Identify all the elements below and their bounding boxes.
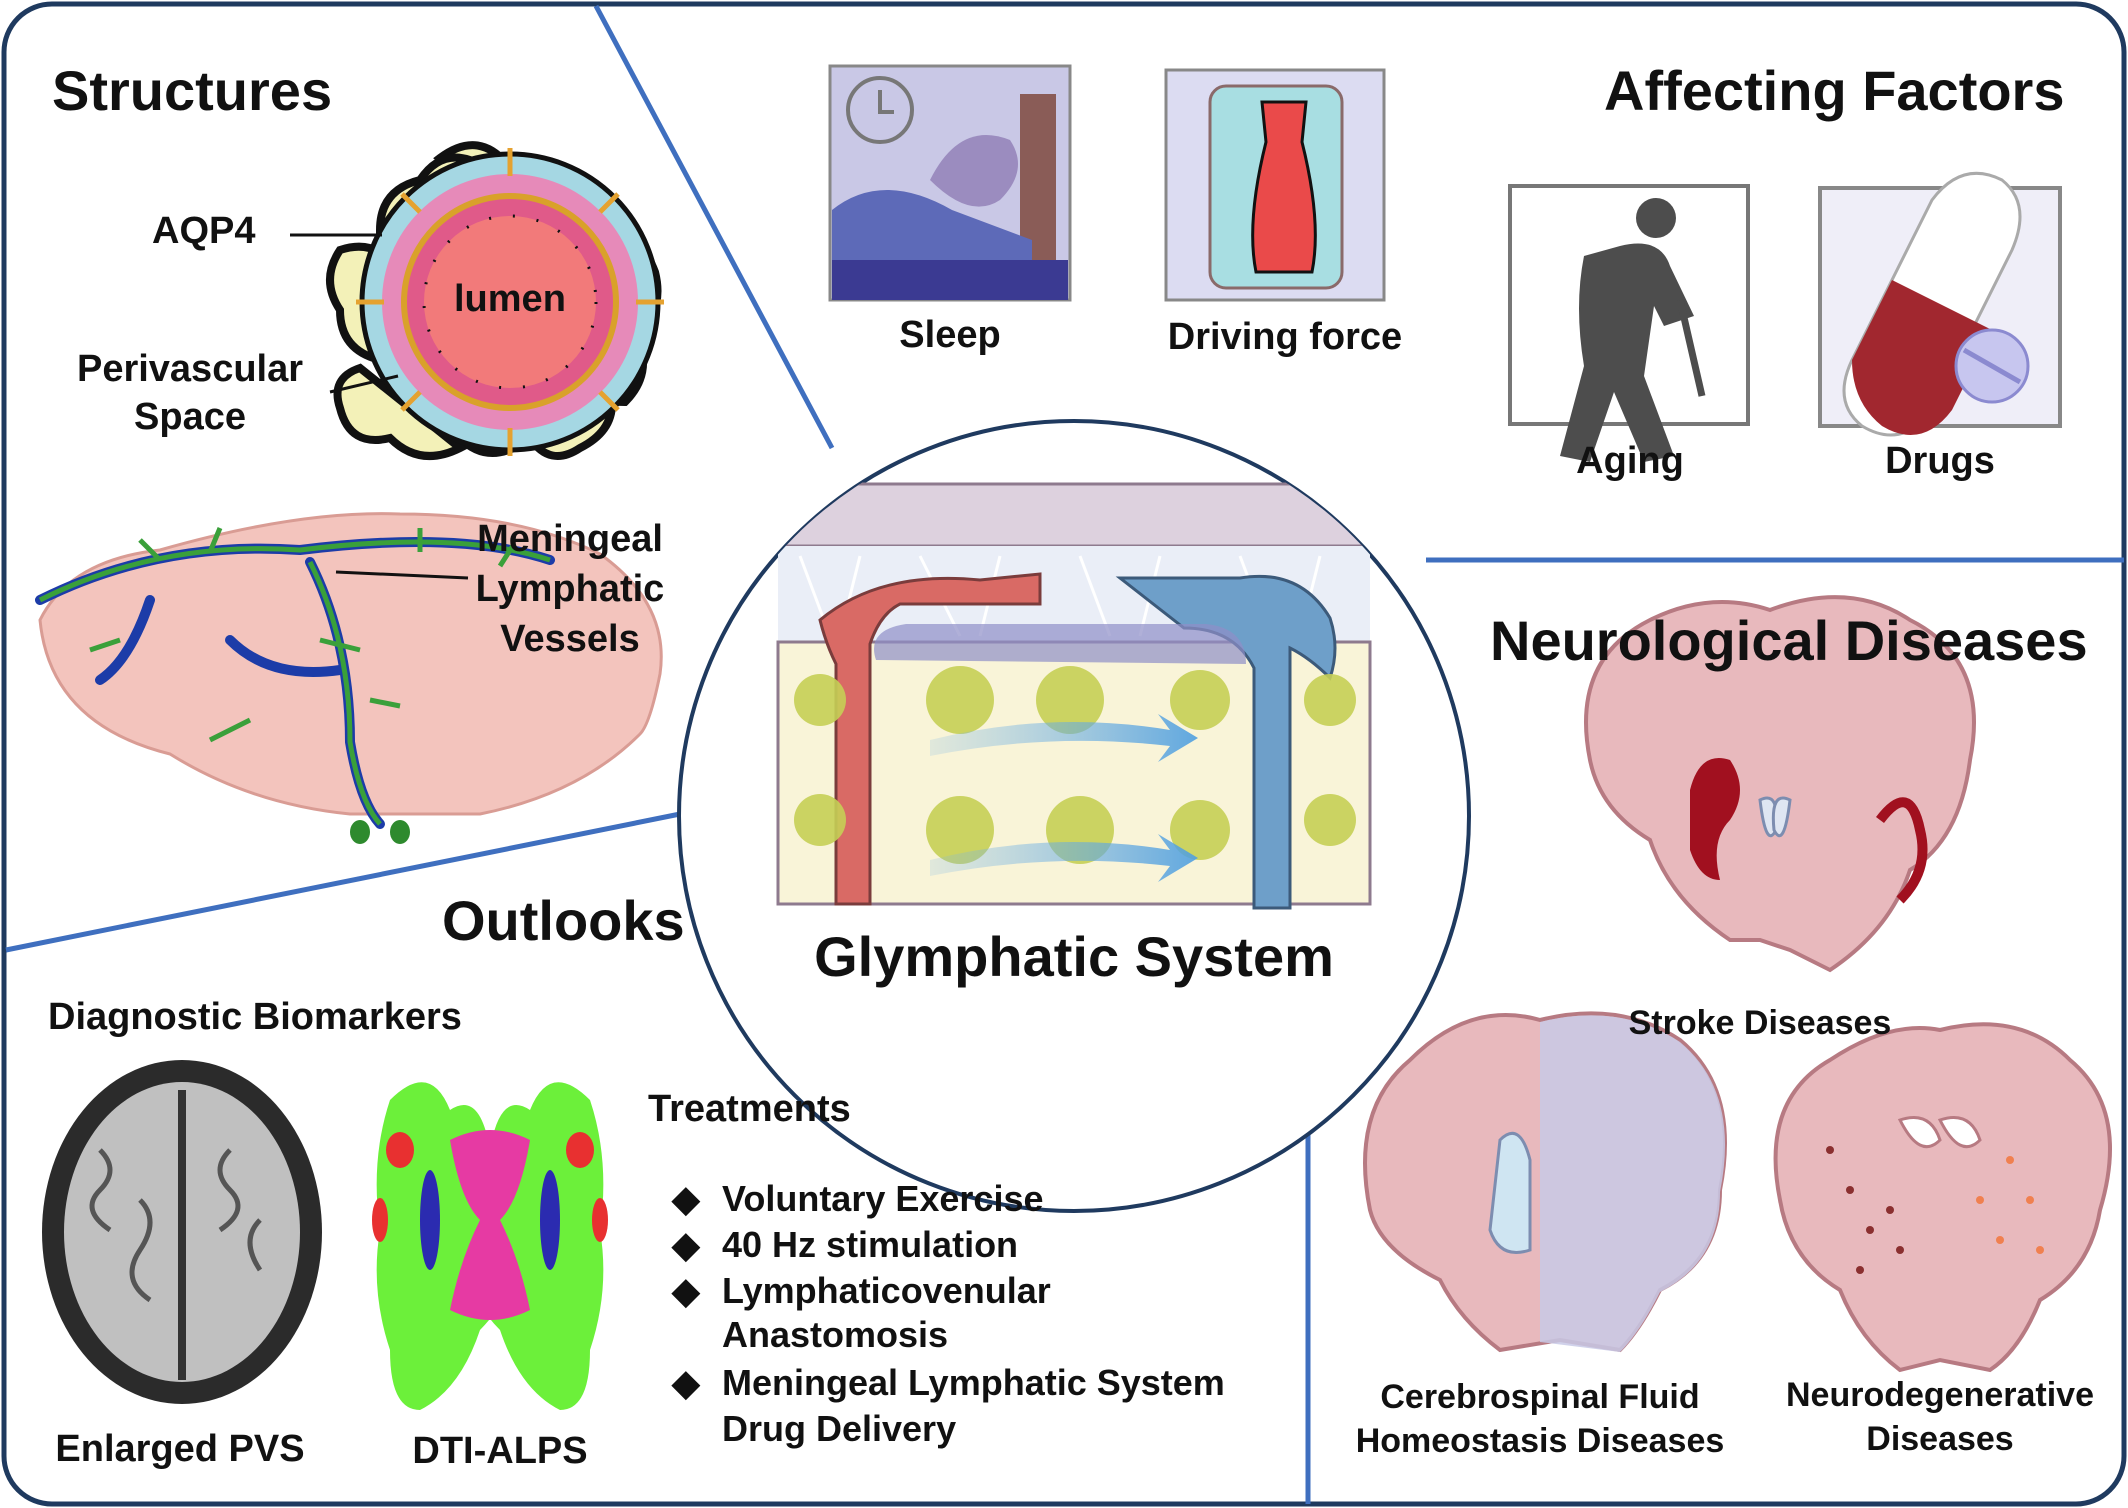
diagnostic-biomarkers-title: Diagnostic Biomarkers	[48, 996, 462, 1038]
glymphatic-system-title: Glymphatic System	[814, 925, 1334, 988]
treatment-item-40hz: 40 Hz stimulation	[672, 1224, 1018, 1266]
sleep-icon	[828, 64, 1072, 302]
sleep-label: Sleep	[899, 314, 1001, 356]
treatments-title: Treatments	[648, 1088, 851, 1130]
meningeal-label-line1: Meningeal	[477, 518, 663, 560]
lumen-label: lumen	[454, 278, 566, 320]
perivascular-label-line1: Perivascular	[76, 348, 304, 390]
neurological-diseases-title: Neurological Diseases	[1490, 609, 2088, 672]
glymphatic-system-circle	[677, 419, 1471, 1213]
outlooks-title: Outlooks	[442, 889, 685, 952]
treatment-item-lva-line2: Anastomosis	[722, 1314, 949, 1355]
meningeal-label-line2: Lymphatic	[475, 568, 665, 610]
enlarged-pvs-label: Enlarged PVS	[55, 1428, 305, 1470]
affecting-factors-title: Affecting Factors	[1604, 59, 2065, 122]
treatment-item-lva-line1: Lymphaticovenular	[672, 1270, 1051, 1312]
treatment-item-mlv-line1: Meningeal Lymphatic System	[672, 1362, 1225, 1404]
treatment-item-voluntary-exercise: Voluntary Exercise	[672, 1178, 1044, 1220]
meningeal-lymphatics-illustration	[35, 512, 663, 844]
neurodegenerative-label-line2: Diseases	[1866, 1420, 2014, 1458]
csf-brain-illustration	[1363, 1011, 1727, 1353]
driving-force-label: Driving force	[1167, 316, 1403, 358]
enlarged-pvs-mri-illustration	[42, 1060, 322, 1404]
neurodegenerative-brain-illustration	[1773, 1022, 2112, 1373]
perivascular-crosssection-illustration	[290, 141, 664, 460]
meningeal-label-line3: Vessels	[500, 618, 640, 660]
stroke-brain-illustration	[1584, 595, 1976, 973]
csf-label-line2: Homeostasis Diseases	[1355, 1422, 1725, 1460]
driving-force-icon	[1164, 68, 1386, 302]
csf-label-line1: Cerebrospinal Fluid	[1380, 1378, 1700, 1416]
aqp4-label: AQP4	[152, 210, 256, 252]
structures-title: Structures	[52, 59, 333, 122]
stroke-diseases-label: Stroke Diseases	[1628, 1004, 1892, 1042]
dti-alps-illustration	[372, 1082, 608, 1410]
aging-icon	[1508, 184, 1750, 462]
neurodegenerative-label-line1: Neurodegenerative	[1786, 1376, 2094, 1414]
drugs-icon	[1818, 171, 2062, 437]
treatment-item-mlv-line2: Drug Delivery	[722, 1408, 957, 1449]
drugs-label: Drugs	[1885, 440, 1995, 482]
dti-alps-label: DTI-ALPS	[412, 1430, 588, 1472]
perivascular-label-line2: Space	[134, 396, 246, 438]
aging-label: Aging	[1576, 440, 1684, 482]
